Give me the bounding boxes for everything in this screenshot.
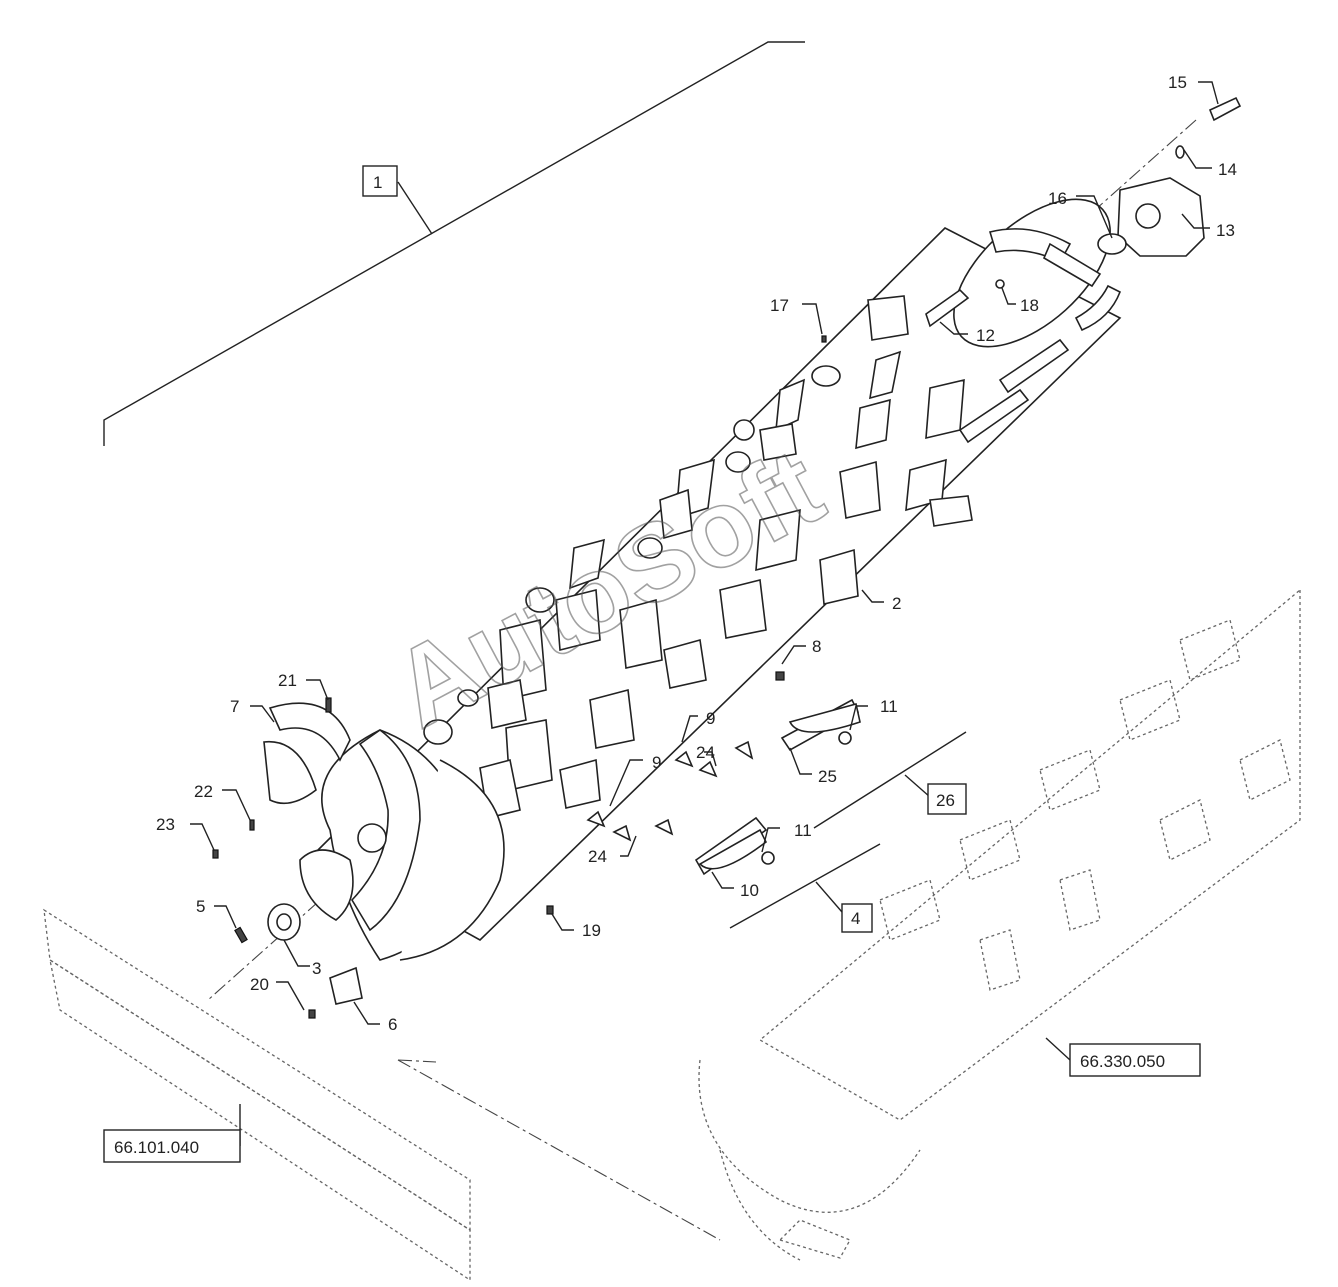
callout-6[interactable]: 6 <box>388 1015 397 1034</box>
kit-4-parts: 4 <box>586 810 881 933</box>
drive-end-parts <box>821 96 1242 343</box>
callout-24-upper[interactable]: 24 <box>696 743 715 762</box>
boxed-callout-1-text: 1 <box>373 173 382 192</box>
boxed-callout-1[interactable] <box>362 165 398 197</box>
callout-9-upper[interactable]: 9 <box>706 709 715 728</box>
ref-box-66330050[interactable] <box>1069 1043 1201 1077</box>
callout-10[interactable]: 10 <box>740 881 759 900</box>
callout-18[interactable]: 18 <box>1020 296 1039 315</box>
callout-16[interactable]: 16 <box>1048 189 1067 208</box>
callout-labels: 15 14 13 16 17 18 12 2 8 21 7 22 23 9 9 … <box>156 73 1237 1034</box>
auger-flighting <box>321 729 505 961</box>
callout-13[interactable]: 13 <box>1216 221 1235 240</box>
callout-11-lower[interactable]: 11 <box>794 821 812 840</box>
boxed-callout-26-text: 26 <box>936 791 955 810</box>
callout-17[interactable]: 17 <box>770 296 789 315</box>
boxed-callout-26[interactable] <box>927 783 967 815</box>
callout-21[interactable]: 21 <box>278 671 297 690</box>
callout-15[interactable]: 15 <box>1168 73 1187 92</box>
ref-box-66101040[interactable] <box>103 1129 241 1163</box>
callout-23[interactable]: 23 <box>156 815 175 834</box>
kit-26-parts: 26 <box>674 698 967 829</box>
callout-19[interactable]: 19 <box>582 921 601 940</box>
boxed-callout-4[interactable] <box>841 903 873 933</box>
callout-2[interactable]: 2 <box>892 594 901 613</box>
callout-11-upper[interactable]: 11 <box>880 697 898 716</box>
ref-box-66330050-text: 66.330.050 <box>1080 1052 1165 1071</box>
callout-8[interactable]: 8 <box>812 637 821 656</box>
rotor-tines <box>423 295 973 819</box>
callout-7[interactable]: 7 <box>230 697 239 716</box>
callout-12[interactable]: 12 <box>976 326 995 345</box>
reference-frame-ghost: 66.101.040 <box>43 908 721 1282</box>
callout-3[interactable]: 3 <box>312 959 321 978</box>
callout-24-lower[interactable]: 24 <box>588 847 607 866</box>
callout-5[interactable]: 5 <box>196 897 205 916</box>
callout-20[interactable]: 20 <box>250 975 269 994</box>
callout-22[interactable]: 22 <box>194 782 213 801</box>
ref-box-66101040-text: 66.101.040 <box>114 1138 199 1157</box>
reference-rotor-ghost: 66.330.050 <box>698 588 1301 1261</box>
callout-14[interactable]: 14 <box>1218 160 1237 179</box>
callout-leaders <box>190 81 1219 1025</box>
assembly-bracket-1: 1 <box>103 41 805 446</box>
callout-9-lower[interactable]: 9 <box>652 753 661 772</box>
callout-25[interactable]: 25 <box>818 767 837 786</box>
flange-parts <box>212 671 785 1019</box>
boxed-callout-4-text: 4 <box>851 909 860 928</box>
